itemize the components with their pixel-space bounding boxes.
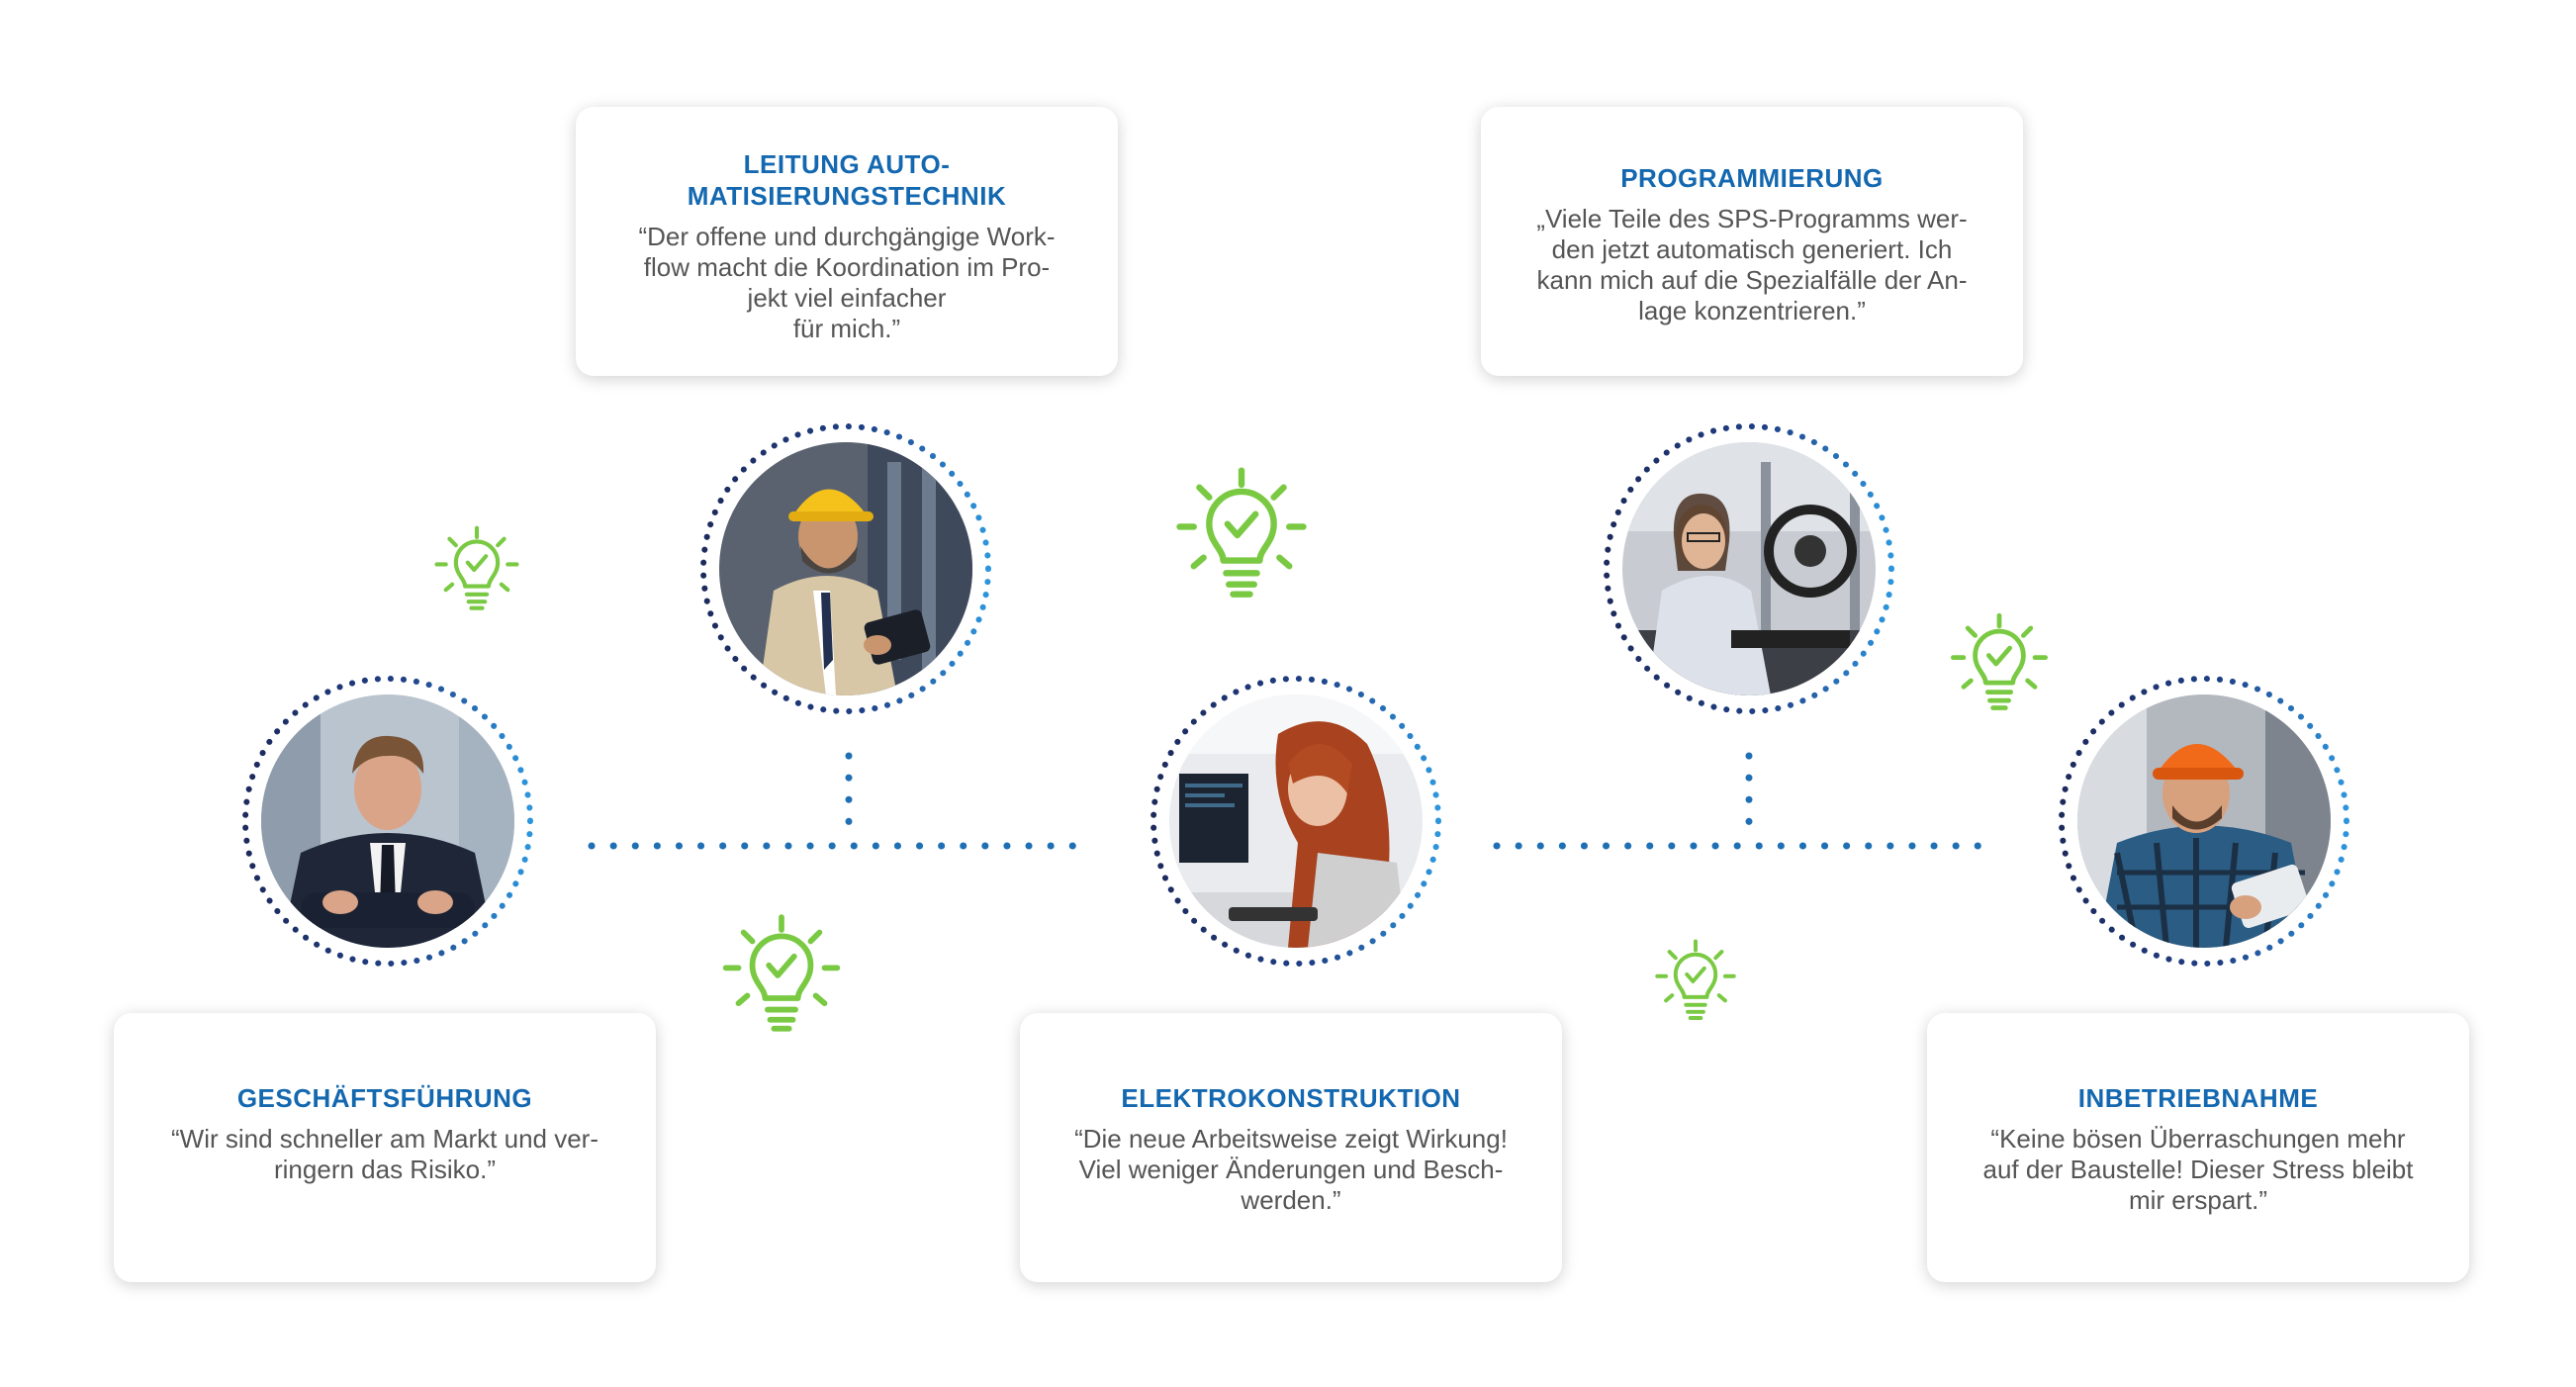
card-inbetriebnahme: INBETRIEBNAHME “Keine bösen Überraschung…	[1927, 1013, 2469, 1282]
photo-man-hardhat	[719, 442, 972, 695]
left-connector-line	[588, 752, 1097, 850]
card-quote: “Der offene und durchgängige Work- flow …	[638, 222, 1056, 343]
card-title: GESCHÄFTSFÜHRUNG	[236, 1083, 533, 1113]
portrait-leitung	[697, 420, 994, 717]
lightbulb-check-icon	[1652, 938, 1739, 1025]
lightbulb-check-icon	[718, 912, 845, 1039]
card-title: PROGRAMMIERUNG	[1620, 163, 1884, 193]
portrait-geschaeftsfuehrung	[239, 673, 536, 970]
card-leitung: LEITUNG AUTO- MATISIERUNGSTECHNIK “Der o…	[576, 107, 1118, 376]
card-elektrokonstruktion: ELEKTROKONSTRUKTION “Die neue Arbeitswei…	[1020, 1013, 1562, 1282]
lightbulb-check-icon	[1947, 611, 2052, 716]
right-connector-line	[1493, 752, 2002, 850]
card-quote: “Keine bösen Überraschungen mehr auf der…	[1982, 1124, 2414, 1215]
card-quote: “Wir sind schneller am Markt und ver- ri…	[171, 1124, 598, 1184]
lightbulb-check-icon	[1171, 465, 1312, 605]
portrait-inbetriebnahme	[2056, 673, 2352, 970]
dotted-ring	[700, 423, 991, 714]
portrait-programmierung	[1601, 420, 1897, 717]
dotted-ring	[1150, 676, 1441, 967]
card-geschaeftsfuehrung: GESCHÄFTSFÜHRUNG “Wir sind schneller am …	[114, 1013, 656, 1282]
dotted-ring	[1604, 423, 1894, 714]
photo-woman-machine	[1622, 442, 1876, 695]
card-title: ELEKTROKONSTRUKTION	[1121, 1083, 1461, 1113]
portrait-elektrokonstruktion	[1148, 673, 1444, 970]
photo-woman-computer	[1169, 694, 1423, 948]
card-programmierung: PROGRAMMIERUNG „Viele Teile des SPS-Prog…	[1481, 107, 2023, 376]
photo-worker-hardhat	[2077, 694, 2331, 948]
dotted-ring	[242, 676, 533, 967]
card-quote: „Viele Teile des SPS-Programms wer- den …	[1536, 204, 1968, 325]
card-title: LEITUNG AUTO- MATISIERUNGSTECHNIK	[687, 149, 1007, 211]
card-quote: “Die neue Arbeitsweise zeigt Wirkung! Vi…	[1074, 1124, 1508, 1215]
card-title: INBETRIEBNAHME	[2077, 1083, 2319, 1113]
photo-businessman	[261, 694, 514, 948]
lightbulb-check-icon	[431, 524, 522, 615]
dotted-ring	[2059, 676, 2349, 967]
